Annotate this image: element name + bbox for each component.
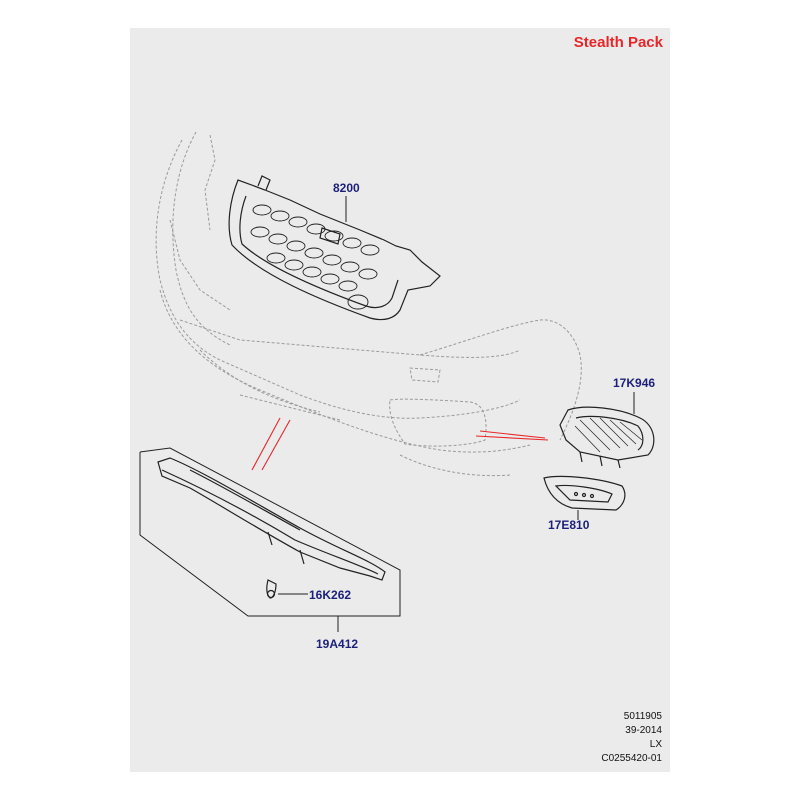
- meta-line-2: 39-2014: [625, 725, 662, 736]
- front-grille: [228, 175, 441, 321]
- callout-side-grille: 17K946: [613, 376, 656, 390]
- group-bracket: [139, 447, 401, 632]
- leader-lines: [251, 417, 549, 471]
- meta-line-1: 5011905: [623, 711, 662, 722]
- bumper-outline: [155, 131, 582, 477]
- side-grille: [559, 406, 655, 469]
- callout-side-bezel: 17E810: [548, 518, 590, 532]
- drawing-sheet: [130, 28, 670, 772]
- callout-lower-panel: 19A412: [316, 637, 359, 651]
- meta-line-4: C0255420-01: [601, 753, 662, 764]
- callout-clip: 16K262: [309, 588, 352, 602]
- callout-grille: 8200: [333, 181, 360, 195]
- diagram-title: Stealth Pack: [573, 34, 663, 51]
- meta-line-3: LX: [649, 739, 662, 750]
- lower-panel: [157, 457, 386, 599]
- side-bezel: [543, 475, 626, 511]
- callout-leaders: [278, 196, 635, 595]
